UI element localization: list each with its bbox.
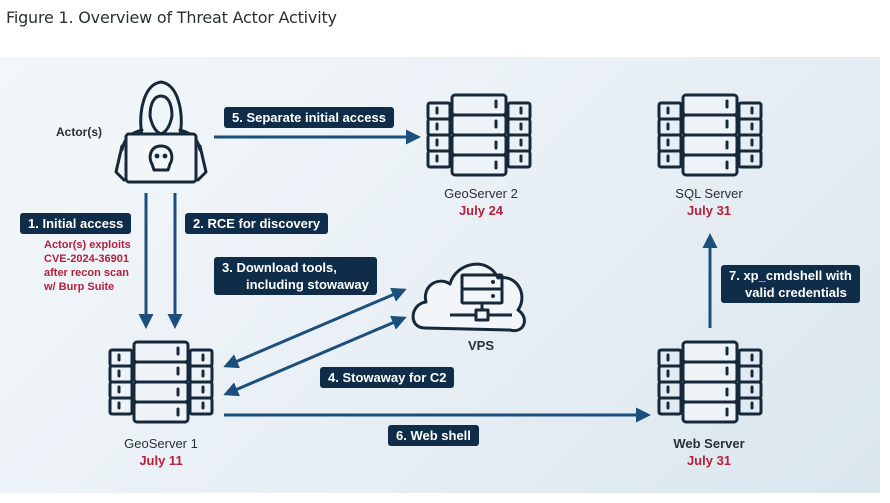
sql-server-name: SQL Server — [675, 186, 743, 201]
step-label-6: 6. Web shell — [388, 425, 479, 446]
cloud-server-icon — [411, 262, 526, 333]
arrow-step4 — [223, 315, 407, 397]
figure-title: Figure 1. Overview of Threat Actor Activ… — [6, 8, 337, 27]
step-label-3-line2: including stowaway — [246, 277, 369, 292]
vps-name: VPS — [467, 338, 494, 353]
note-line: CVE-2024-36901 — [44, 253, 130, 265]
web-server-icon — [657, 340, 763, 424]
sql-server-date: July 31 — [686, 203, 732, 218]
step-label-2: 2. RCE for discovery — [185, 213, 329, 234]
sql-server-icon — [657, 93, 763, 177]
step-label-7: 7. xp_cmdshell with valid credentials — [721, 265, 860, 303]
step1-note: Actor(s) exploits CVE-2024-36901 after r… — [44, 238, 131, 294]
step-label-7-line1: 7. xp_cmdshell with — [729, 268, 852, 283]
geoserver2-name: GeoServer 2 — [444, 186, 518, 201]
step-label-1: 1. Initial access — [20, 213, 132, 234]
step-label-4: 4. Stowaway for C2 — [320, 367, 455, 388]
geoserver1-name: GeoServer 1 — [124, 436, 198, 451]
web-server-name: Web Server — [673, 436, 745, 451]
note-line: after recon scan — [44, 267, 129, 279]
actor-label: Actor(s) — [56, 125, 103, 139]
step-label-3-line1: 3. Download tools, — [222, 260, 337, 275]
web-server-date: July 31 — [686, 453, 732, 468]
geoserver2-date: July 24 — [458, 203, 504, 218]
step-label-3: 3. Download tools, including stowaway — [214, 257, 377, 295]
geoserver1-icon — [108, 340, 214, 424]
hooded-hacker-icon — [114, 80, 208, 184]
note-line: Actor(s) exploits — [44, 239, 131, 251]
step-label-7-line2: valid credentials — [745, 285, 847, 300]
note-line: w/ Burp Suite — [44, 281, 115, 293]
geoserver1-date: July 11 — [139, 453, 183, 468]
geoserver2-icon — [426, 93, 532, 177]
step-label-5: 5. Separate initial access — [224, 107, 394, 128]
